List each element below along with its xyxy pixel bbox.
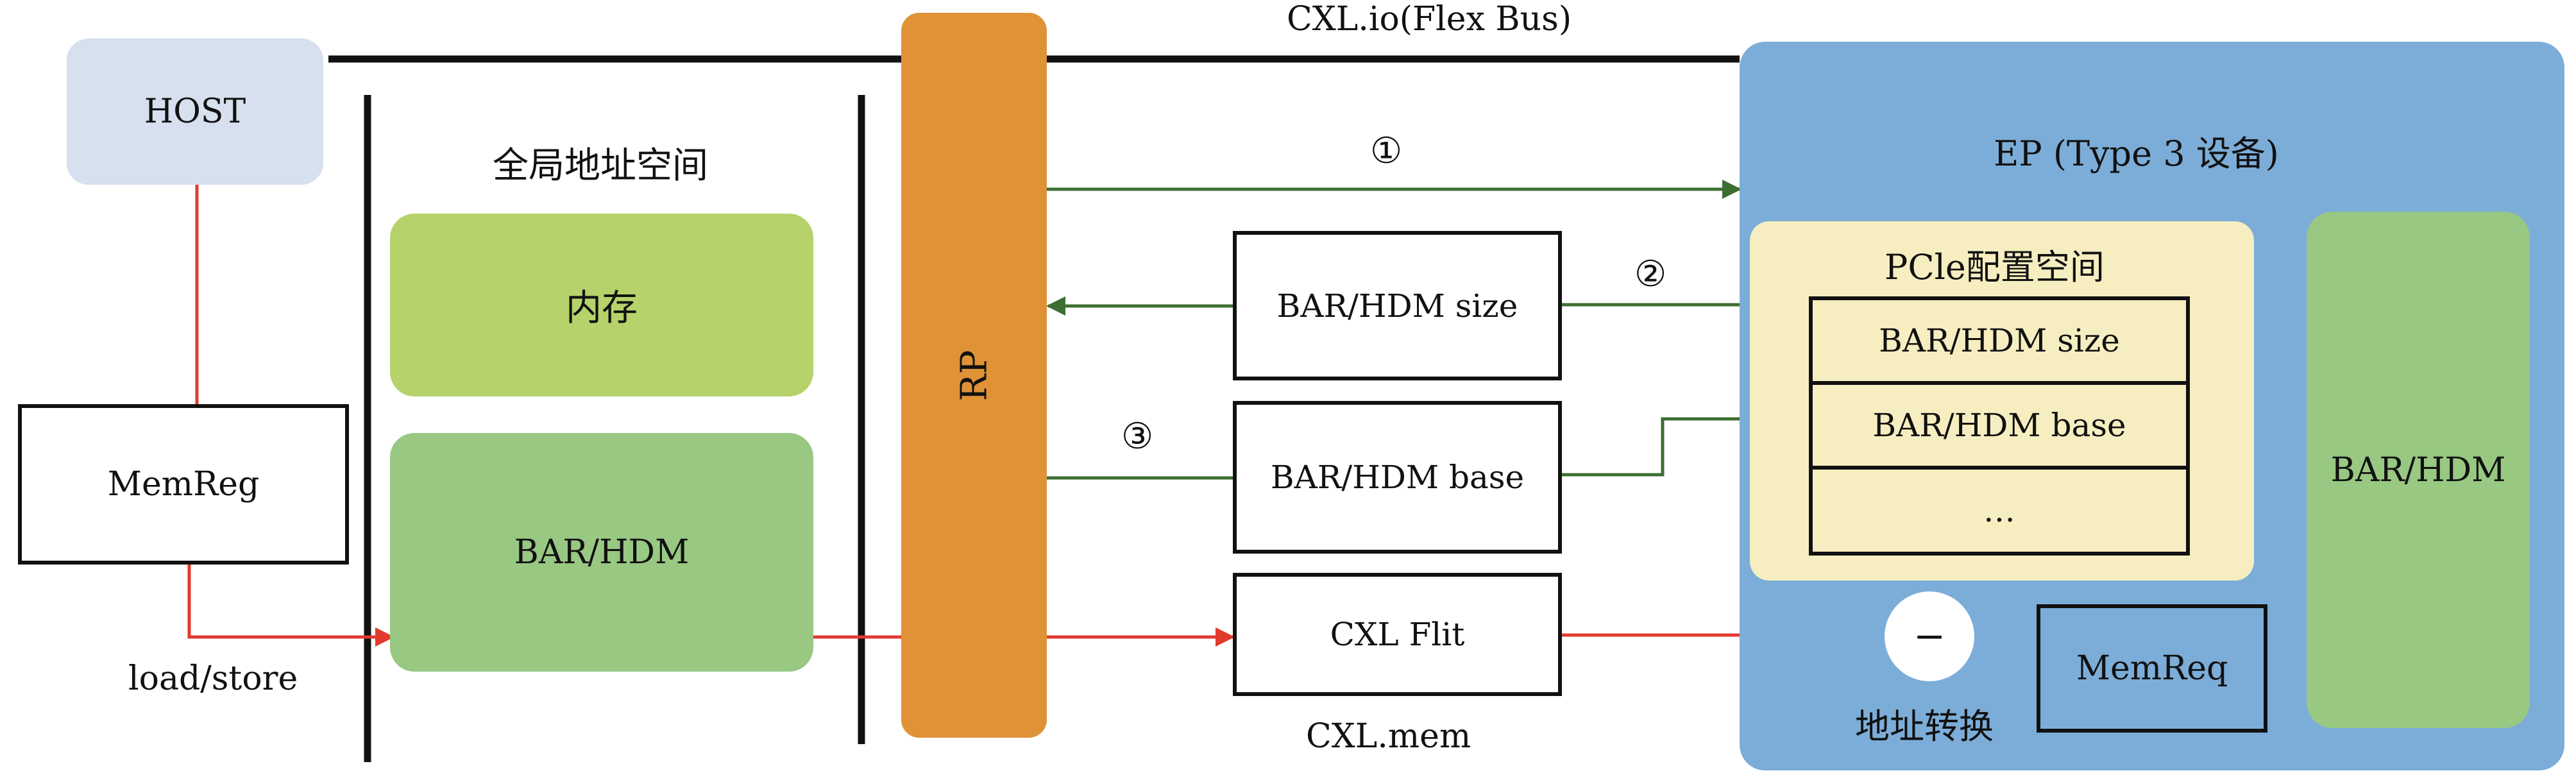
size-message-label: BAR/HDM size xyxy=(1276,287,1518,325)
pcie-base-register: BAR/HDM base xyxy=(1809,381,2190,470)
ep-bar-hdm-label: BAR/HDM xyxy=(2330,450,2506,489)
ep-title: EP (Type 3 设备) xyxy=(1994,133,2279,174)
step-2-marker: ② xyxy=(1634,253,1667,295)
pcie-size-register-label: BAR/HDM size xyxy=(1879,322,2120,359)
pcie-config-title: PCle配置空间 xyxy=(1885,247,2105,287)
memreg-box: MemReg xyxy=(18,404,349,565)
pcie-size-register: BAR/HDM size xyxy=(1809,296,2190,385)
global-bar-hdm-region: BAR/HDM xyxy=(390,433,813,672)
pcie-base-register-label: BAR/HDM base xyxy=(1872,407,2126,444)
memreq-box: MemReq xyxy=(2037,604,2267,733)
root-port-bar: RP xyxy=(901,13,1047,738)
host-box: HOST xyxy=(67,38,323,185)
step-3-marker: ③ xyxy=(1121,416,1154,457)
memory-region: 内存 xyxy=(390,214,813,396)
host-label: HOST xyxy=(144,92,246,131)
base-message-label: BAR/HDM base xyxy=(1270,459,1525,496)
pcie-more-registers-label: … xyxy=(1983,492,2015,529)
base-message-box: BAR/HDM base xyxy=(1233,401,1562,554)
cxl-flit-label: CXL Flit xyxy=(1330,616,1465,653)
size-message-box: BAR/HDM size xyxy=(1233,231,1562,380)
cxl-io-label: CXL.io(Flex Bus) xyxy=(1287,0,1572,38)
load-store-label: load/store xyxy=(128,659,298,698)
global-address-space-title: 全局地址空间 xyxy=(493,145,708,187)
memory-label: 内存 xyxy=(566,287,638,329)
ep-bar-hdm-region: BAR/HDM xyxy=(2307,212,2530,728)
cxl-flit-box: CXL Flit xyxy=(1233,573,1562,696)
subtract-node: − xyxy=(1885,591,1974,681)
address-translation-label: 地址转换 xyxy=(1855,706,1994,747)
pcie-more-registers: … xyxy=(1809,466,2190,556)
base-to-register-arrow xyxy=(1562,409,1811,477)
cxl-mem-label: CXL.mem xyxy=(1306,717,1471,756)
memreq-label: MemReq xyxy=(2076,649,2228,688)
rp-label: RP xyxy=(953,350,995,401)
load-store-arrow xyxy=(187,565,394,647)
step-1-marker: ① xyxy=(1370,130,1403,172)
memreg-label: MemReg xyxy=(107,465,260,504)
global-bar-hdm-label: BAR/HDM xyxy=(514,533,690,572)
minus-icon: − xyxy=(1913,614,1946,659)
